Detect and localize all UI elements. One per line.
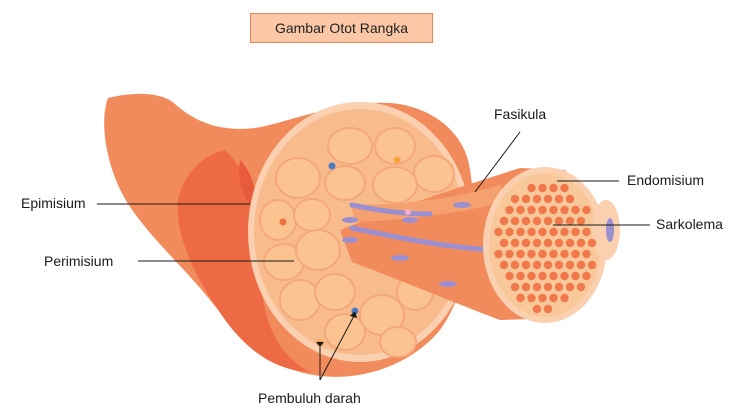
label-pembuluh-darah: Pembuluh darah xyxy=(258,390,361,406)
muscle-fiber xyxy=(538,183,547,193)
muscle-fiber xyxy=(571,271,580,281)
muscle-fiber xyxy=(527,293,536,303)
muscle-fiber xyxy=(532,304,542,314)
muscle-fiber xyxy=(560,227,569,237)
muscle-fiber xyxy=(521,260,531,270)
label-sarkolema: Sarkolema xyxy=(656,216,723,232)
muscle-fiber xyxy=(499,260,509,270)
muscle-fiber xyxy=(494,249,503,259)
muscle-fiber xyxy=(560,205,569,215)
muscle-fiber xyxy=(582,227,591,237)
muscle-cross-section xyxy=(248,102,472,362)
muscle-fiber xyxy=(505,271,514,281)
muscle-fiber xyxy=(549,271,558,281)
muscle-fiber xyxy=(516,271,525,281)
muscle-fiber xyxy=(560,183,569,193)
muscle-fiber xyxy=(549,183,558,193)
muscle-fiber xyxy=(527,271,536,281)
muscle-fiber xyxy=(510,260,520,270)
muscle-fiber xyxy=(587,260,597,270)
muscle-fiber xyxy=(571,249,580,259)
muscle-fiber xyxy=(554,282,564,292)
muscle-fiber xyxy=(571,227,580,237)
muscle-fiber xyxy=(505,249,514,259)
muscle-fiber xyxy=(521,238,531,248)
muscle-fiber xyxy=(532,238,542,248)
muscle-fiber xyxy=(543,238,553,248)
muscle-fiber xyxy=(532,216,542,226)
muscle-fiber xyxy=(554,238,564,248)
muscle-fiber xyxy=(549,293,558,303)
muscle-fiber xyxy=(565,194,575,204)
muscle-fiber xyxy=(510,238,520,248)
muscle-fiber xyxy=(571,205,580,215)
muscle-fiber xyxy=(521,216,531,226)
muscle-fiber xyxy=(510,194,520,204)
muscle-fiber xyxy=(521,194,531,204)
muscle-fiber xyxy=(527,249,536,259)
muscle-fiber xyxy=(554,194,564,204)
muscle-fiber xyxy=(576,260,586,270)
muscle-fiber xyxy=(560,249,569,259)
label-epimisium: Epimisium xyxy=(21,195,86,211)
muscle-fiber xyxy=(576,216,586,226)
muscle-fiber xyxy=(565,216,575,226)
muscle-fiber xyxy=(505,227,514,237)
muscle-fiber xyxy=(516,227,525,237)
muscle-fiber xyxy=(576,238,586,248)
muscle-fiber xyxy=(554,260,564,270)
muscle-fiber xyxy=(538,249,547,259)
muscle-fiber xyxy=(582,271,591,281)
muscle-fiber xyxy=(510,282,520,292)
muscle-fiber xyxy=(499,216,509,226)
label-perimisium: Perimisium xyxy=(44,253,113,269)
muscle-fiber xyxy=(527,205,536,215)
muscle-fiber xyxy=(516,205,525,215)
muscle-fiber xyxy=(543,304,553,314)
muscle-fiber xyxy=(565,238,575,248)
muscle-fiber xyxy=(538,205,547,215)
muscle-fiber xyxy=(521,282,531,292)
muscle-fiber xyxy=(527,183,536,193)
muscle-fiber xyxy=(538,227,547,237)
muscle-fiber xyxy=(543,260,553,270)
muscle-fiber xyxy=(532,194,542,204)
muscle-fiber xyxy=(516,249,525,259)
muscle-fiber xyxy=(510,216,520,226)
muscle-fiber xyxy=(565,260,575,270)
muscle-fiber xyxy=(543,216,553,226)
muscle-fiber xyxy=(560,293,569,303)
diagram-title: Gambar Otot Rangka xyxy=(250,13,433,43)
muscle-fiber xyxy=(554,216,564,226)
muscle-fiber xyxy=(532,282,542,292)
muscle-fiber xyxy=(560,271,569,281)
label-fasikula: Fasikula xyxy=(494,106,546,122)
muscle-fiber xyxy=(549,205,558,215)
muscle-fiber xyxy=(549,227,558,237)
muscle-fiber xyxy=(538,293,547,303)
muscle-fiber xyxy=(582,205,591,215)
muscle-fiber xyxy=(527,227,536,237)
muscle-fiber xyxy=(516,293,525,303)
muscle-fiber xyxy=(499,238,509,248)
muscle-fiber xyxy=(582,249,591,259)
leader-lines xyxy=(97,131,650,381)
muscle-fiber xyxy=(543,194,553,204)
label-endomisium: Endomisium xyxy=(627,172,704,188)
muscle-fiber xyxy=(494,227,503,237)
muscle-fiber xyxy=(532,260,542,270)
muscle-fiber xyxy=(505,205,514,215)
muscle-fiber xyxy=(565,282,575,292)
muscle-fiber xyxy=(587,238,597,248)
muscle-fiber xyxy=(576,282,586,292)
muscle-fibers xyxy=(494,183,597,314)
muscle-fiber xyxy=(549,249,558,259)
muscle-fiber xyxy=(543,282,553,292)
muscle-fiber xyxy=(538,271,547,281)
